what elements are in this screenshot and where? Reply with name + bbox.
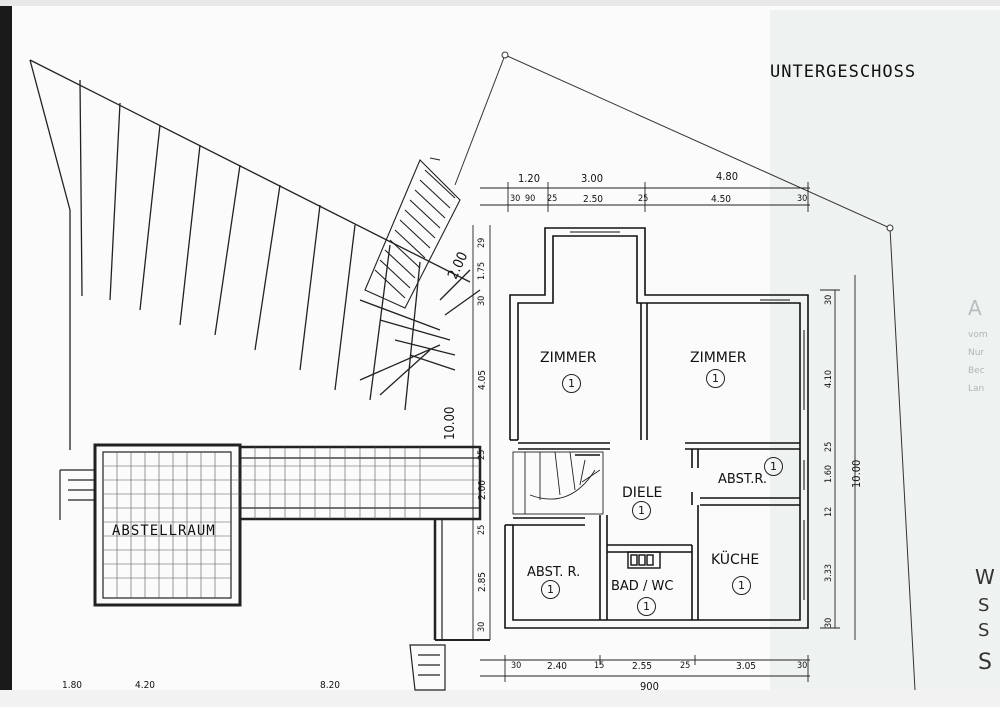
- room-label: KÜCHE: [711, 552, 760, 568]
- dimension: 30: [477, 621, 487, 632]
- dimension: 2.50: [583, 194, 604, 205]
- dimension: 10.00: [443, 406, 458, 440]
- margin-text: A: [968, 296, 982, 320]
- storage-label: ABSTELLRAUM: [112, 523, 216, 539]
- margin-text: Lan: [968, 384, 985, 394]
- dimension: 2.00: [477, 479, 488, 500]
- margin-text: Bec: [968, 366, 985, 376]
- dimension: 4.80: [716, 170, 739, 183]
- dimension: 2.55: [632, 661, 653, 672]
- dimension: 1.20: [518, 172, 541, 185]
- room-label: ABST.R.: [718, 472, 768, 487]
- dimension: 30: [510, 194, 521, 204]
- dimension: 4.20: [135, 680, 156, 691]
- dimension: 30: [797, 661, 808, 671]
- dimension: 4.10: [824, 369, 834, 388]
- room-label: ABST. R.: [527, 565, 581, 580]
- site-boundary: [454, 51, 916, 691]
- dimension: 30: [797, 194, 808, 204]
- dimension: 25: [477, 524, 487, 535]
- tile-grid: [103, 447, 480, 598]
- margin-text: vom: [968, 330, 988, 340]
- dimension: 30: [511, 661, 522, 671]
- room-label: BAD / WC: [611, 579, 674, 594]
- dimension: 90: [525, 194, 536, 204]
- dimension: 2.40: [547, 661, 568, 672]
- dimension: 1.80: [62, 680, 83, 691]
- interior-stair: [512, 451, 604, 515]
- room-number: 1: [541, 580, 560, 599]
- dimension: 1.60: [824, 464, 834, 483]
- dimension: 4.50: [711, 194, 732, 205]
- room-label: ZIMMER: [540, 350, 597, 366]
- dimension: 15: [594, 661, 605, 671]
- dimension: 3.00: [581, 172, 604, 185]
- dimension: 30: [824, 617, 834, 628]
- dimension-lines: [472, 182, 856, 682]
- room-number: 1: [732, 576, 751, 595]
- room-number: 1: [706, 369, 725, 388]
- margin-text: S: [978, 650, 992, 675]
- margin-text: S: [978, 620, 990, 641]
- room-number: 1: [632, 501, 651, 520]
- dimension: 12: [824, 506, 834, 517]
- dimension: 10.00: [850, 459, 863, 488]
- dimension: 29: [477, 237, 487, 248]
- bathtub: [627, 551, 661, 569]
- dimension: 25: [638, 194, 649, 204]
- dimension: 900: [640, 680, 659, 693]
- dimension: 1.75: [477, 261, 487, 280]
- dimension: 4.05: [477, 369, 488, 390]
- windows: [540, 227, 805, 629]
- dimension: 3.05: [736, 661, 757, 672]
- exterior-stair: [364, 157, 461, 309]
- dimension: 30: [477, 295, 487, 306]
- dimension: 8.20: [320, 680, 341, 691]
- dimension: 25: [547, 194, 558, 204]
- margin-text: W: [975, 565, 995, 589]
- dimension: 2.85: [477, 571, 488, 592]
- room-number: 1: [562, 374, 581, 393]
- interior-walls: [513, 303, 800, 620]
- dimension: 30: [824, 294, 834, 305]
- margin-text: Nur: [968, 348, 985, 358]
- dimension: 25: [477, 449, 487, 460]
- room-number: 1: [764, 457, 783, 476]
- dimension: 25: [824, 441, 834, 452]
- room-number: 1: [637, 597, 656, 616]
- plan-title: UNTERGESCHOSS: [770, 62, 917, 82]
- dimension: 3.33: [824, 563, 834, 582]
- margin-text: S: [978, 595, 990, 616]
- slope-hatching: [29, 59, 481, 450]
- room-label: ZIMMER: [690, 350, 747, 366]
- dimension: 25: [680, 661, 691, 671]
- room-label: DIELE: [622, 485, 663, 501]
